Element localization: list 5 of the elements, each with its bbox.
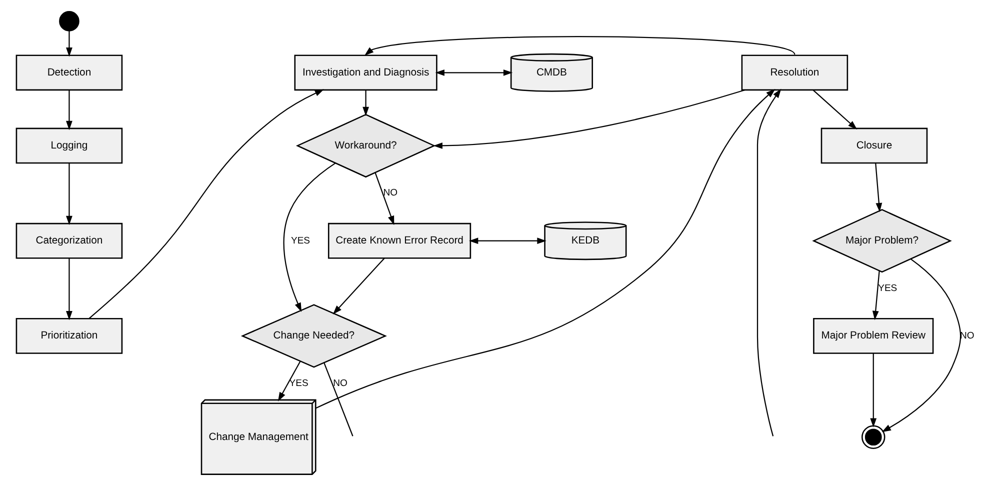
edge-label: YES bbox=[288, 378, 308, 389]
edge-label: NO bbox=[382, 188, 398, 199]
edge-label: YES bbox=[290, 235, 310, 246]
edge-label: NO bbox=[332, 378, 347, 389]
edge-label: YES bbox=[878, 282, 897, 294]
